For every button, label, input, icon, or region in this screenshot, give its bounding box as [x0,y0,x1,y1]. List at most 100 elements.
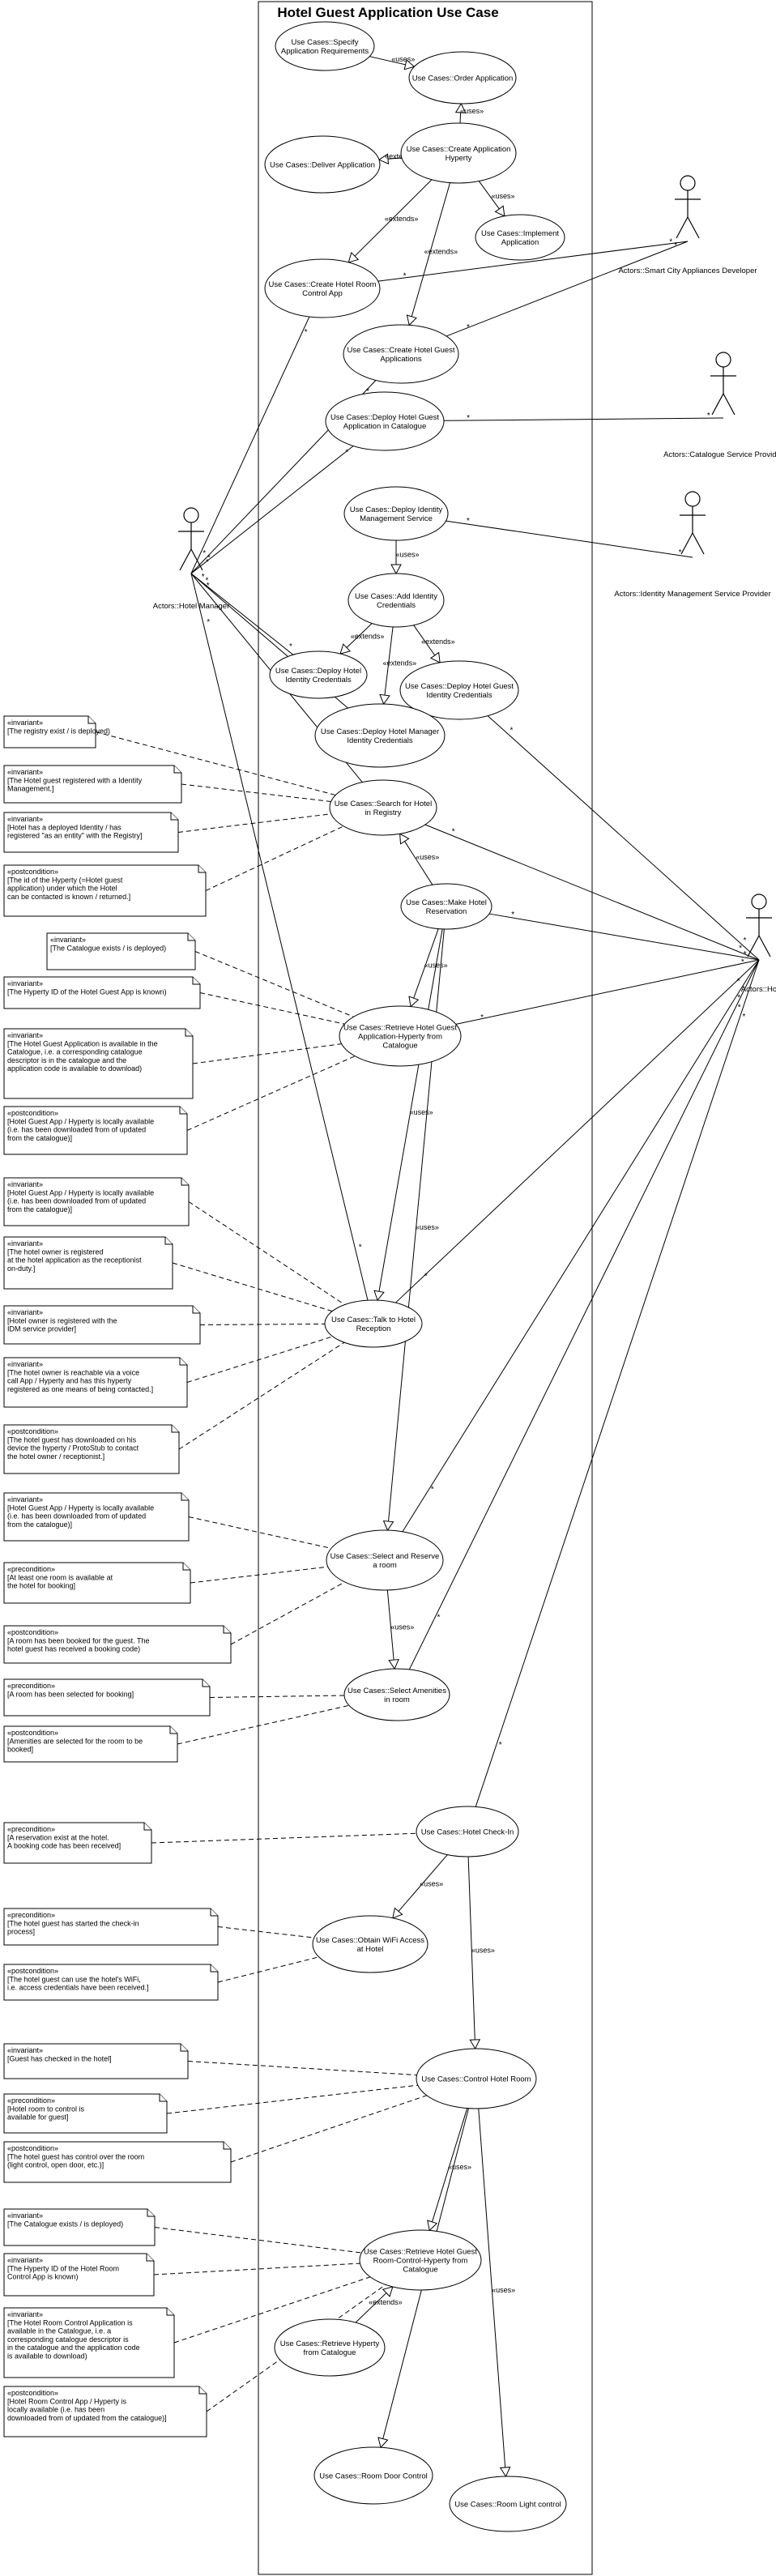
note-text-line: «postcondition» [7,1427,58,1435]
multiplicity-label: * [203,549,206,558]
note-text-line: «invariant» [50,936,86,944]
usecase-ellipse [275,21,375,71]
usecase-label: Identity Credentials [285,676,352,685]
note-fold [210,1909,218,1917]
usecase-label: Use Cases::Deliver Application [270,161,375,170]
extends-relation-line [383,626,394,705]
note-text-line: [The id of the Hyperty (=Hotel guest [7,876,123,884]
open-arrowhead [382,2286,394,2297]
note-text-line: [The registry exist / is deployed) [7,727,110,735]
usecase-label: Catalogue [382,1042,417,1051]
usecase-label: Use Cases::Create Hotel Room [268,280,376,289]
note-text-line: can be contacted is known / returned.] [7,893,130,901]
extends-label: «extends» [369,2298,403,2306]
actor-leg [190,548,203,571]
constraint-note: «invariant»[The Hyperty ID of the Hotel … [3,976,201,1009]
multiplicity-label: * [202,573,205,582]
system-boundary [258,1,593,2575]
usecase-ellipse [400,883,492,930]
note-box [3,2253,155,2297]
association-line [408,959,760,1670]
note-dependency-line [173,2276,371,2344]
note-text-line: [The Hyperty ID of the Hotel Guest App i… [7,987,167,996]
actor-head [680,175,696,191]
note-box [3,1106,188,1155]
note-text-line: [Amenities are selected for the room to … [7,1737,143,1745]
extends-relation-line [408,182,451,326]
multiplicity-label: * [431,1485,434,1494]
open-arrowhead [406,314,417,326]
note-fold [223,1626,231,1634]
extends-label: «extends» [351,632,385,640]
note-box [3,2208,156,2246]
note-dependency-line [188,1516,331,1549]
note-box [46,932,196,970]
note-dependency-line [181,783,331,802]
usecase-label: Application in Catalogue [343,422,426,431]
usecase-createguest: Use Cases::Create Hotel GuestApplication… [343,324,459,384]
constraint-note: «invariant»[The Catalogue exists / is de… [3,2208,156,2246]
usecase-ellipse [313,2446,433,2505]
association-line [487,715,760,961]
usecase-label: Use Cases::Select Amenities [347,1687,446,1695]
usecase-label: Use Cases::Retrieve Hyperty [280,2339,380,2348]
note-text-line: (light control, open door, etc.)] [7,2161,104,2169]
actor-manager: Actors::Hotel Manager [153,507,229,611]
usecase-ellipse [347,573,445,628]
note-text-line: «precondition» [7,1682,55,1690]
usecase-label: Application Requirements [281,47,369,56]
constraint-note: «invariant»[Hotel Guest App / Hyperty is… [3,1177,190,1226]
usecase-retrieveguest: Use Cases::Retrieve Hotel GuestApplicati… [339,1005,462,1067]
constraint-note: «invariant»[The Hotel guest registered w… [3,765,182,804]
open-arrowhead [469,2039,481,2050]
usecase-ellipse [269,650,368,699]
usecase-ellipse [264,135,381,194]
note-fold [180,2044,188,2052]
multiplicity-label: * [206,558,209,567]
extends-label: «extends» [385,215,419,223]
constraint-note: «postcondition»[The hotel guest can use … [3,1964,219,2001]
note-text-line: «precondition» [7,1911,55,1919]
note-text-line: [Hotel room to control is [7,2105,85,2113]
note-fold [187,933,195,941]
note-text-line: at the hotel application as the receptio… [7,1256,142,1265]
association-line [377,241,689,282]
multiplicity-label: * [403,272,407,281]
note-text-line: «postcondition» [7,2144,58,2152]
note-box [3,2307,175,2378]
note-text-line: «invariant» [7,1239,43,1247]
usecase-ellipse [408,51,517,104]
uses-relation-line [478,2108,506,2477]
note-text-line: [Guest has checked in the hotel] [7,2054,112,2062]
usecase-label: Use Cases::Create Application [407,145,511,154]
multiplicity-label: * [744,950,747,959]
constraint-note: «invariant»[The Hotel Guest Application … [3,1028,194,1099]
note-text-line: «invariant» [7,768,43,776]
note-box [3,976,201,1009]
uses-relation-line [429,2108,468,2231]
note-text-line: [A room has been selected for booking] [7,1690,134,1698]
note-text-line: «postcondition» [7,2389,58,2397]
uses-label: «uses» [420,1880,443,1888]
note-fold [181,1178,189,1186]
constraint-note: «postcondition»[A room has been booked f… [3,1625,232,1664]
note-dependency-line [194,951,354,1017]
open-arrowhead [373,1290,385,1302]
note-text-line: [The Hotel Guest Application is availabl… [7,1039,158,1047]
note-text-line: Catalogue, i.e. a corresponding catalogu… [7,1048,143,1056]
usecase-ellipse [400,122,517,184]
note-text-line: [Hotel Room Control App / Hyperty is [7,2397,127,2405]
note-text-line: «postcondition» [7,1628,58,1636]
usecase-label: Credentials [377,601,416,610]
note-dependency-line [153,2263,360,2275]
open-arrowhead [347,251,360,263]
uses-label: «uses» [448,2163,471,2171]
actor-leg [179,548,192,571]
note-dependency-line [217,1926,314,1938]
multiplicity-label: * [510,727,514,736]
uses-label: «uses» [410,1108,433,1116]
